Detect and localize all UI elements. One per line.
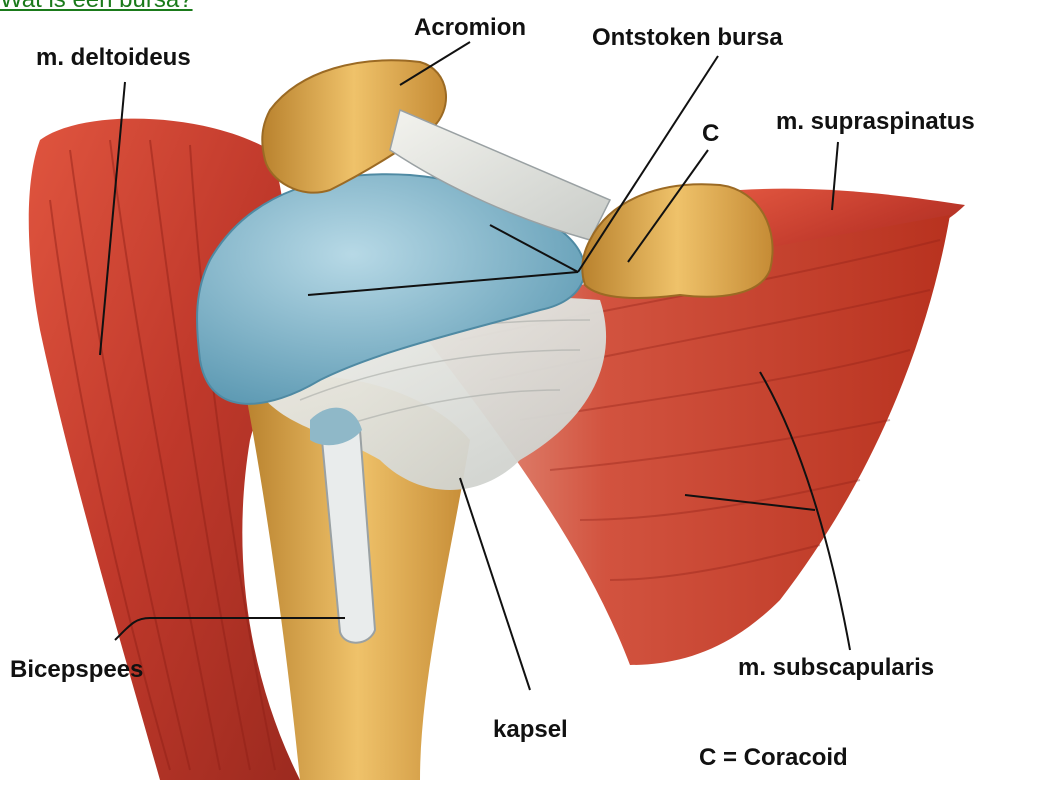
label-subscapularis: m. subscapularis <box>738 656 934 680</box>
label-acromion: Acromion <box>414 16 526 40</box>
label-deltoideus: m. deltoideus <box>36 46 191 70</box>
label-kapsel: kapsel <box>493 718 568 742</box>
coracoid-shape <box>582 184 772 298</box>
label-bicepspees: Bicepspees <box>10 658 143 682</box>
label-ontstoken-bursa: Ontstoken bursa <box>592 26 783 50</box>
label-c: C <box>702 122 719 146</box>
leader-kapsel <box>460 478 530 690</box>
label-supraspinatus: m. supraspinatus <box>776 110 975 134</box>
legend-coracoid: C = Coracoid <box>699 746 848 770</box>
